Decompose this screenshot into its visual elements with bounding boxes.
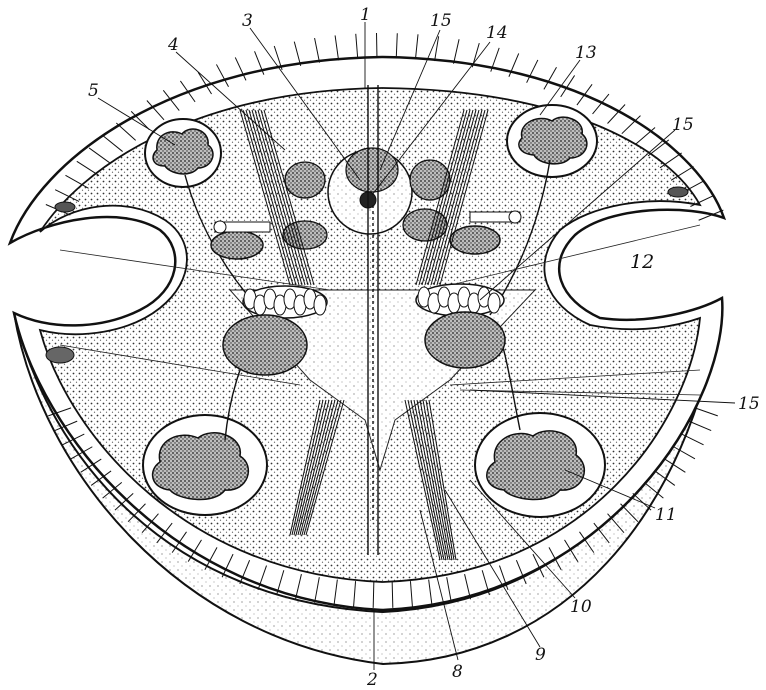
label-4: 4 [167,35,179,55]
label-15-right-lower: 15 [738,394,760,414]
label-13: 13 [575,43,597,63]
label-11: 11 [655,505,677,525]
gonad-lower-left [143,415,267,515]
label-12: 12 [630,251,654,273]
label-2: 2 [366,670,378,690]
gonad-upper-right [507,105,597,177]
comb-plates-left [243,286,327,318]
label-3: 3 [242,11,253,31]
label-10: 10 [570,597,592,617]
label-9: 9 [535,645,546,665]
comb-plates-right [416,284,504,316]
label-15-top: 15 [430,11,452,31]
label-8: 8 [452,662,463,682]
gonad-upper-left [145,119,221,187]
gonad-lower-right [475,413,605,517]
label-14: 14 [486,23,508,43]
label-5: 5 [88,81,99,101]
label-15-right-upper: 15 [672,115,694,135]
label-1: 1 [360,5,371,25]
